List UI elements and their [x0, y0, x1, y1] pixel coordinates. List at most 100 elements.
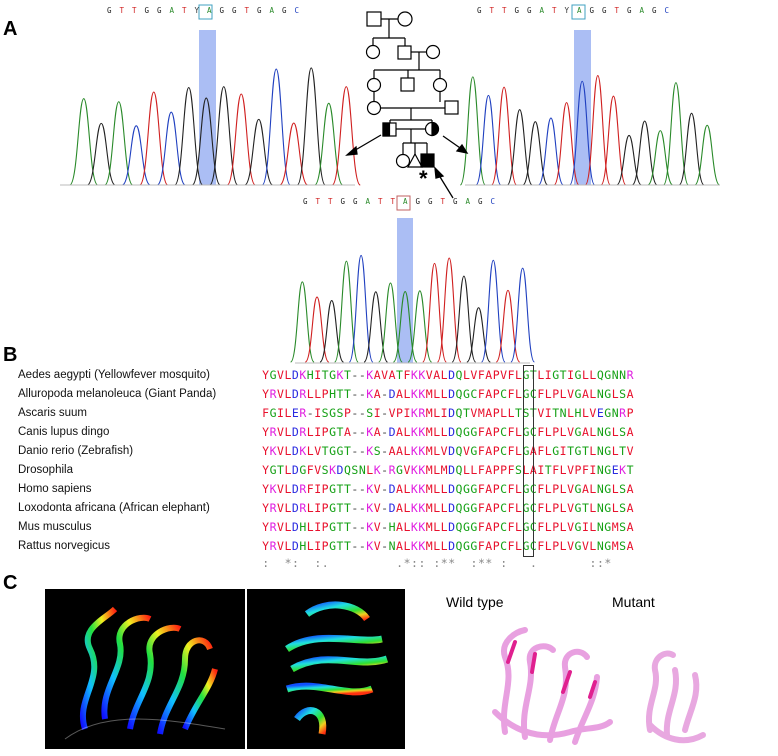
- base-letter: G: [219, 6, 224, 15]
- chromatogram-peak: [104, 101, 134, 186]
- base-letter: T: [131, 6, 137, 15]
- species-list: Aedes aegypti (Yellowfever mosquito) Allu…: [18, 366, 216, 556]
- chromatogram-peak: [466, 307, 491, 363]
- chromatogram-peak: [209, 86, 239, 186]
- mutant-label: Mutant: [612, 594, 655, 610]
- alignment-row: YKVLDKLVTGGT--KS-AALKKMLVDQVGFAPCFLGAFLG…: [262, 444, 634, 458]
- species-name: Canis lupus dingo: [18, 426, 110, 438]
- species-name: Ascaris suum: [18, 407, 88, 419]
- pedigree: [365, 11, 459, 169]
- base-letter: G: [156, 6, 162, 15]
- base-letter: T: [440, 197, 445, 206]
- chromatogram-peak: [121, 125, 151, 186]
- alignment-row: YRVLDHLIPGTT--KV-NALKKMLLDQGGFAPCFLGCFLP…: [262, 539, 634, 553]
- alignment-row: YRVLDRLLPHTT--KA-DALKKMLLDQGCFAPCFLGCFLP…: [262, 387, 634, 401]
- chromatogram-peak: [491, 86, 518, 186]
- variant-highlight-bottom: [397, 218, 413, 363]
- base-letter: G: [144, 6, 149, 15]
- alignment-row: YKVLDRFIPGTT--KV-DALKKMLLDQGGFAPCFLGCFLP…: [262, 482, 634, 496]
- chromatogram-peak: [304, 296, 330, 363]
- chromatogram-peak: [678, 112, 705, 186]
- variant-box-left: [198, 4, 213, 20]
- wild-type-label: Wild type: [446, 594, 504, 610]
- base-letter: G: [514, 6, 519, 15]
- base-letter: G: [231, 6, 237, 15]
- alignment-row: FGILER-ISGSP--SI-VPIKRMLIDQTVMAPLLTSTVIT…: [262, 406, 634, 420]
- base-letter: C: [664, 6, 669, 15]
- chromatogram-peak: [156, 111, 186, 186]
- species-name: Drosophila: [18, 464, 73, 476]
- species-name: Rattus norvegicus: [18, 540, 111, 552]
- chromatogram-peak: [481, 259, 506, 363]
- chromatogram-peak: [334, 260, 359, 363]
- chromatogram-peak: [436, 257, 462, 363]
- mutant-ribbon-image: Mutant: [247, 589, 405, 749]
- wild-type-pink-structure: [492, 627, 613, 745]
- base-letter: T: [181, 6, 187, 15]
- base-letter: G: [427, 197, 433, 206]
- base-letter: G: [589, 6, 594, 15]
- base-letter: G: [415, 197, 420, 206]
- variant-highlight-right: [574, 30, 591, 185]
- base-letter: G: [281, 6, 287, 15]
- chromatogram-peak: [69, 98, 99, 186]
- base-letter: A: [639, 6, 644, 15]
- chromatogram-peak: [506, 109, 533, 186]
- base-letter: G: [526, 6, 532, 15]
- base-letter: G: [651, 6, 657, 15]
- base-letter: T: [614, 6, 619, 15]
- base-letter: A: [465, 197, 470, 206]
- base-letter: G: [340, 197, 345, 206]
- base-letter: C: [490, 197, 495, 206]
- chromatogram-peak: [584, 75, 611, 186]
- base-letter: T: [501, 6, 507, 15]
- base-letter: G: [601, 6, 607, 15]
- base-letter: T: [244, 6, 249, 15]
- variant-box-right: [571, 4, 586, 20]
- chromatogram-peak: [694, 124, 721, 186]
- base-letter: A: [539, 6, 544, 15]
- chromatogram-peak: [290, 281, 315, 363]
- base-letter: G: [476, 6, 482, 15]
- base-letter: T: [489, 6, 494, 15]
- base-letter: A: [169, 6, 174, 15]
- alignment-row: YGVLDKHITGKT--KAVATFKKVALDQLVFAPVFLGTLIG…: [262, 368, 634, 382]
- base-letter: A: [576, 6, 582, 15]
- wild-type-inset-label: Wild-Type: [195, 733, 223, 741]
- chromatogram-peak: [662, 82, 689, 186]
- alignment-block: YGVLDKHITGKT--KAVATFKKVALDQLVFAPVFLGTLIG…: [262, 366, 634, 556]
- base-letter: C: [294, 6, 299, 15]
- base-letter: G: [106, 6, 112, 15]
- chromatogram-peak: [537, 117, 564, 186]
- chromatogram-right: [459, 75, 721, 186]
- panel-a-figure: [60, 4, 721, 364]
- chromatogram-peak: [600, 95, 627, 186]
- wild-type-ribbon-image: Wild-Type: [45, 589, 245, 749]
- chromatogram-peak: [459, 76, 486, 186]
- chromatogram-peak: [522, 121, 549, 186]
- alignment-row: YGTLDGFVSKDQSNLK-RGVKKMLMDQLLFAPPFSLAITF…: [262, 463, 634, 477]
- chromatogram-peak: [261, 68, 291, 186]
- chromatogram-peak: [348, 254, 374, 363]
- base-letter: A: [365, 197, 370, 206]
- chromatogram-peak: [174, 87, 204, 186]
- alignment-row: YRVLDRLIPGTT--KV-DALKKMLLDQGGFAPCFLGCFLP…: [262, 501, 634, 515]
- base-letter: G: [302, 197, 308, 206]
- base-letter: T: [327, 197, 333, 206]
- base-letter: A: [269, 6, 274, 15]
- chromatogram-peak: [296, 67, 326, 186]
- base-letter: G: [352, 197, 358, 206]
- chromatogram-peak: [319, 300, 344, 363]
- base-letter: Y: [194, 6, 199, 15]
- base-letter: G: [626, 6, 632, 15]
- alignment-row: YRVLDRLIPGTA--KA-DALKKMLLDQGGFAPCFLGCFLP…: [262, 425, 634, 439]
- base-letter: T: [315, 197, 320, 206]
- base-letter: G: [452, 197, 458, 206]
- species-name: Alluropoda melanoleuca (Giant Panda): [18, 388, 217, 400]
- base-letter: T: [551, 6, 557, 15]
- species-name: Aedes aegypti (Yellowfever mosquito): [18, 369, 210, 381]
- base-letter: T: [390, 197, 395, 206]
